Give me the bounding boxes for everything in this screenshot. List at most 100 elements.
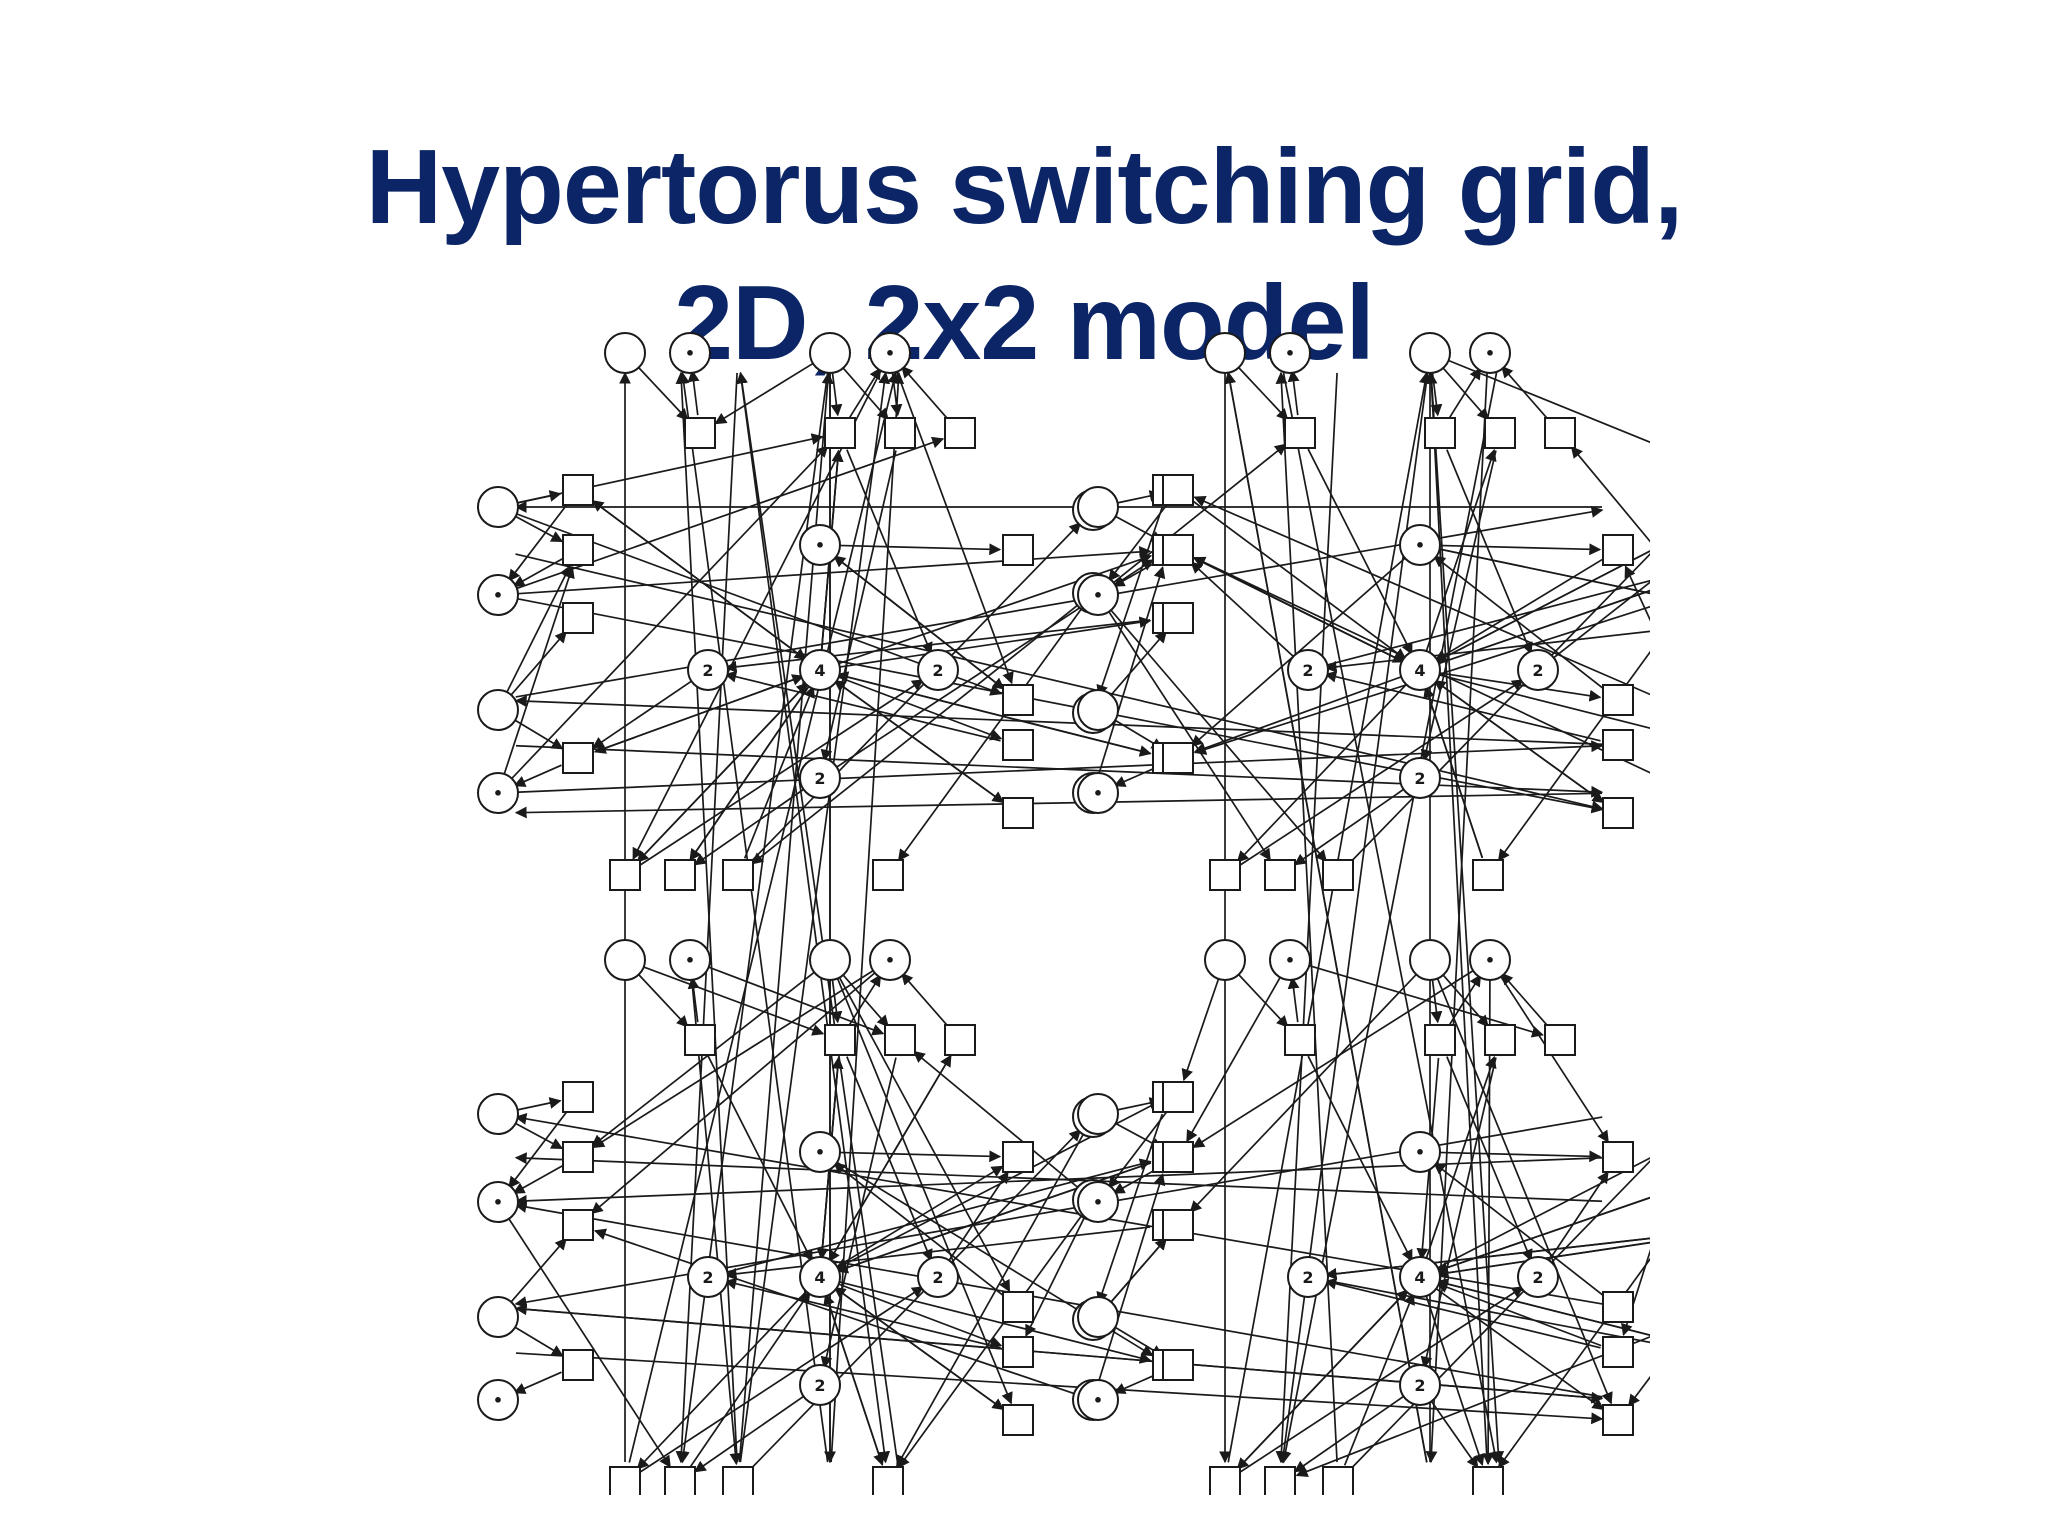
petri-transition (1484, 1024, 1516, 1056)
slide-title: Hypertorus switching grid, 2D, 2x2 model (0, 119, 2048, 391)
petri-transition (1484, 417, 1516, 449)
place-token: • (1485, 951, 1495, 970)
petri-place (917, 649, 959, 691)
arc-transition-to-place (508, 1110, 568, 1189)
petri-place (1077, 1296, 1119, 1338)
petri-place (869, 332, 911, 374)
arc-place-to-transition (1437, 1150, 1602, 1163)
petri-place (1399, 524, 1441, 566)
arc-cross (641, 965, 825, 1036)
arc-hub-in (689, 1290, 811, 1468)
arc-transition-to-place (687, 369, 700, 416)
arc-cross (714, 361, 816, 425)
petri-transition (884, 1024, 916, 1056)
arc-cross (1181, 976, 1220, 1082)
arc-place-to-transition (1497, 650, 1650, 862)
arc-place-to-transition (837, 1150, 1002, 1163)
arc-cross (912, 1050, 1080, 1190)
place-token: • (815, 536, 825, 555)
petri-transition (1162, 742, 1194, 774)
arc-cross (896, 1132, 1085, 1468)
petri-transition (944, 417, 976, 449)
petri-transition (1002, 729, 1034, 761)
arc-place-to-transition (512, 718, 564, 750)
arc-place-to-transition (509, 1237, 567, 1304)
petri-place (477, 1379, 519, 1421)
place-token: • (493, 1391, 503, 1410)
arc-cross (1107, 609, 1271, 861)
arc-hub-out (824, 1293, 885, 1467)
petri-transition (1602, 534, 1634, 566)
arc-place-to-transition (1437, 673, 1650, 730)
petri-transition (1602, 684, 1634, 716)
arc-vertical-up (1224, 371, 1428, 1463)
place-token: • (885, 951, 895, 970)
petri-place (1409, 939, 1451, 981)
arc-transition-to-place (513, 764, 562, 787)
petri-place (477, 1093, 519, 1135)
arc-hub-out (591, 500, 807, 660)
arc-hub-in (1423, 685, 1484, 859)
arc-cross (509, 445, 829, 781)
arc-cross (837, 975, 1011, 1293)
place-token: • (885, 344, 895, 363)
arc-cross (1325, 579, 1650, 667)
place-weight-label: 2 (932, 1268, 943, 1287)
petri-transition (1002, 797, 1034, 829)
arc-place-to-transition (1236, 972, 1289, 1028)
petri-place (477, 772, 519, 814)
arc-cross (836, 976, 1013, 1405)
petri-transition (884, 417, 916, 449)
petri-transition (1162, 474, 1194, 506)
arc-vertical-up (830, 371, 905, 1463)
petri-transition (1544, 417, 1576, 449)
place-weight-label: 2 (1532, 661, 1543, 680)
arc-cross (1628, 1375, 1650, 1407)
petri-place (1077, 1379, 1119, 1421)
petri-transition (684, 1024, 716, 1056)
petri-place (1269, 332, 1311, 374)
petri-place (809, 939, 851, 981)
arc-cross (507, 1216, 671, 1468)
place-token: • (815, 1143, 825, 1162)
arc-place-to-transition (1236, 365, 1289, 421)
petri-place (869, 939, 911, 981)
arc-hub-out (837, 616, 1152, 669)
petri-place (477, 1296, 519, 1338)
place-weight-label: 2 (1414, 769, 1425, 788)
arc-cross (590, 971, 877, 1215)
arc-transition-to-place (901, 365, 949, 421)
arc-place-to-transition (515, 1097, 562, 1112)
arc-cross (1547, 1170, 1609, 1263)
petri-transition (1002, 534, 1034, 566)
place-token: • (493, 586, 503, 605)
petri-transition (944, 1024, 976, 1056)
place-token: • (685, 344, 695, 363)
arc-hub-out (1436, 1196, 1650, 1272)
arc-place-to-transition (512, 1325, 564, 1357)
arc-hub-in (1435, 1196, 1650, 1274)
petri-place (1204, 332, 1246, 374)
arc-transition-to-place (512, 1165, 563, 1194)
arc-transition-to-place (1324, 670, 1601, 742)
petri-transition (1162, 1349, 1194, 1381)
arc-hub-out (1424, 448, 1497, 654)
petri-transition (1544, 1024, 1576, 1056)
arc-transition-to-place (1420, 450, 1497, 762)
arc-cross (1325, 1237, 1650, 1276)
arc-cross (502, 565, 575, 777)
arc-cross (1624, 565, 1650, 622)
place-weight-label: 2 (1302, 1268, 1313, 1287)
petri-transition (1002, 684, 1034, 716)
arc-hub-in (1434, 550, 1650, 663)
place-weight-label: 2 (702, 661, 713, 680)
petri-place (1399, 1256, 1441, 1298)
petri-place (669, 939, 711, 981)
petri-place (1287, 1256, 1329, 1298)
petri-place (1399, 757, 1441, 799)
place-weight-label: 2 (932, 661, 943, 680)
petri-transition (1602, 1291, 1634, 1323)
place-token: • (1093, 1193, 1103, 1212)
arc-hub-in (1434, 550, 1650, 663)
place-weight-label: 4 (814, 1268, 825, 1287)
